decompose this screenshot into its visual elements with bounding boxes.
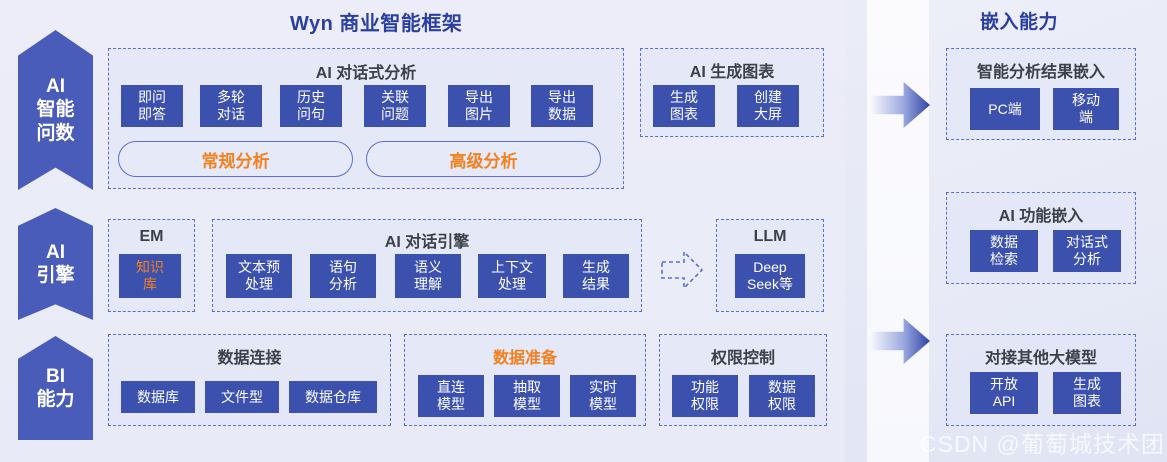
group-title-data-preparation: 数据准备 xyxy=(492,350,557,367)
chip-file-type[interactable]: 文件型 xyxy=(205,381,279,413)
chip-pc-client[interactable]: PC端 xyxy=(970,88,1040,130)
group-title-other-llm-integration: 对接其他大模型 xyxy=(984,350,1097,367)
chip-generate-result[interactable]: 生成 结果 xyxy=(563,254,629,298)
group-title-ai-dialog-engine: AI 对话引擎 xyxy=(384,234,470,251)
stage-badge-ai-smart-query: AI 智能 问数 xyxy=(18,30,93,190)
chip-context-processing[interactable]: 上下文 处理 xyxy=(478,254,546,298)
chip-text-preprocess[interactable]: 文本预 处理 xyxy=(226,254,292,298)
stage-label-line: BI xyxy=(45,365,65,387)
chip-function-permission[interactable]: 功能 权限 xyxy=(672,375,738,417)
chip-deepseek[interactable]: Deep Seek等 xyxy=(735,254,805,298)
stage-badge-ai-engine: AI 引擎 xyxy=(18,208,93,320)
watermark-text: CSDN @葡萄城技术团队 xyxy=(920,431,1167,457)
chip-data-retrieval[interactable]: 数据 检索 xyxy=(970,230,1038,272)
chip-export-image[interactable]: 导出 图片 xyxy=(448,85,510,127)
chip-realtime-model[interactable]: 实时 模型 xyxy=(570,375,636,417)
chip-dialog-analysis[interactable]: 对话式 分析 xyxy=(1053,230,1121,272)
group-title-data-connection: 数据连接 xyxy=(217,350,282,367)
group-title-permission-control: 权限控制 xyxy=(710,350,775,367)
chip-extract-model[interactable]: 抽取 模型 xyxy=(494,375,560,417)
group-title-ai-dialog-analysis: AI 对话式分析 xyxy=(315,65,417,82)
right-section-title: 嵌入能力 xyxy=(980,12,1059,33)
group-title-ai-chart-generation: AI 生成图表 xyxy=(689,64,775,81)
stage-label-line: AI xyxy=(45,241,65,263)
pill-advanced-analysis[interactable]: 高级分析 xyxy=(366,141,601,177)
group-title-em: EM xyxy=(139,228,164,245)
chip-multi-turn-dialog[interactable]: 多轮 对话 xyxy=(200,85,262,127)
stage-badge-bi-capability: BI 能力 xyxy=(18,336,93,440)
chip-create-dashboard[interactable]: 创建 大屏 xyxy=(737,85,799,127)
group-title-smart-result-embed: 智能分析结果嵌入 xyxy=(976,64,1105,81)
chip-export-data[interactable]: 导出 数据 xyxy=(531,85,593,127)
chip-data-permission[interactable]: 数据 权限 xyxy=(749,375,815,417)
chip-data-warehouse[interactable]: 数据仓库 xyxy=(289,381,377,413)
group-title-ai-function-embed: AI 功能嵌入 xyxy=(998,208,1084,225)
chip-direct-model[interactable]: 直连 模型 xyxy=(418,375,484,417)
middle-gutter-background xyxy=(867,0,929,462)
dashed-arrow-icon xyxy=(661,250,704,290)
chip-history-question[interactable]: 历史 问句 xyxy=(280,85,342,127)
stage-label-line: AI xyxy=(45,76,65,98)
chip-knowledge-base[interactable]: 知识 库 xyxy=(119,254,181,298)
chip-instant-qa[interactable]: 即问 即答 xyxy=(121,85,183,127)
chip-related-question[interactable]: 关联 问题 xyxy=(364,85,426,127)
chip-generate-chart[interactable]: 生成 图表 xyxy=(653,85,715,127)
stage-label-line: 能力 xyxy=(36,389,75,410)
chip-mobile-client[interactable]: 移动 端 xyxy=(1053,88,1119,130)
chip-sentence-analysis[interactable]: 语句 分析 xyxy=(310,254,376,298)
chip-open-api[interactable]: 开放 API xyxy=(970,372,1038,414)
chip-database[interactable]: 数据库 xyxy=(121,381,195,413)
chip-generate-chart-right[interactable]: 生成 图表 xyxy=(1053,372,1121,414)
stage-label-line: 智能 xyxy=(36,99,75,121)
group-title-llm: LLM xyxy=(753,228,787,245)
stage-label-line: 引擎 xyxy=(36,265,75,286)
chip-semantic-understanding[interactable]: 语义 理解 xyxy=(395,254,461,298)
pill-regular-analysis[interactable]: 常规分析 xyxy=(118,141,353,177)
stage-label-line: 问数 xyxy=(36,122,75,144)
page-title: Wyn 商业智能框架 xyxy=(290,13,463,35)
